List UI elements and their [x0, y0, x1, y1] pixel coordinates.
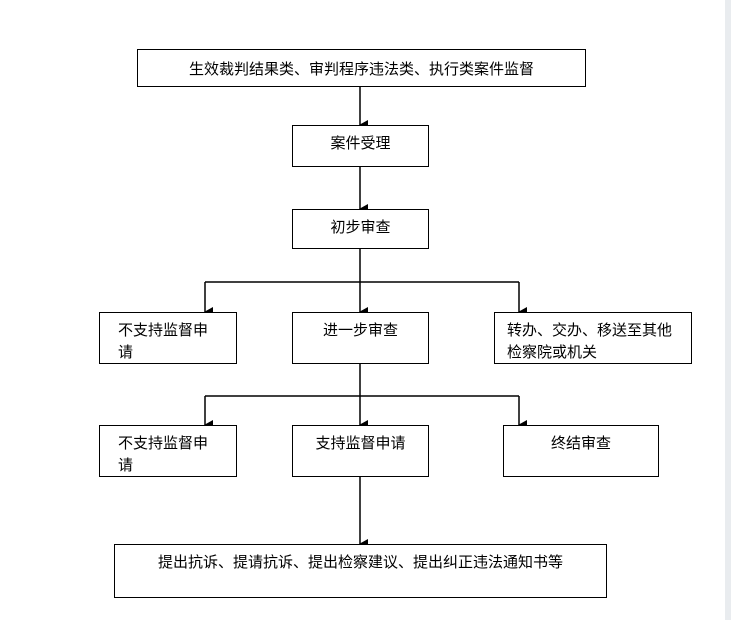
- node-supervision-scope: 生效裁判结果类、审判程序违法类、执行类案件监督: [137, 49, 586, 87]
- node-support: 支持监督申请: [292, 425, 429, 477]
- node-final-actions: 提出抗诉、提请抗诉、提出检察建议、提出纠正违法通知书等: [114, 544, 607, 598]
- node-case-acceptance: 案件受理: [292, 125, 429, 167]
- node-not-support-2-label: 不支持监督申请: [118, 434, 209, 474]
- node-preliminary-review-label: 初步审查: [330, 218, 391, 236]
- node-supervision-scope-label: 生效裁判结果类、审判程序违法类、执行类案件监督: [188, 60, 534, 78]
- node-not-support-2: 不支持监督申请: [99, 425, 237, 477]
- node-support-label: 支持监督申请: [315, 434, 406, 452]
- window-edge-strip: [725, 0, 731, 620]
- node-transfer-label: 转办、交办、移送至其他检察院或机关: [507, 321, 673, 361]
- node-further-review-label: 进一步审查: [322, 321, 398, 339]
- node-further-review: 进一步审查: [292, 312, 429, 364]
- node-final-actions-label: 提出抗诉、提请抗诉、提出检察建议、提出纠正违法通知书等: [157, 553, 563, 571]
- node-preliminary-review: 初步审查: [292, 209, 429, 249]
- node-not-support-1: 不支持监督申请: [99, 312, 237, 364]
- node-not-support-1-label: 不支持监督申请: [118, 321, 209, 361]
- node-terminate-label: 终结审查: [550, 434, 611, 452]
- node-transfer: 转办、交办、移送至其他检察院或机关: [494, 312, 692, 364]
- node-case-acceptance-label: 案件受理: [330, 134, 391, 152]
- node-terminate: 终结审查: [503, 425, 659, 477]
